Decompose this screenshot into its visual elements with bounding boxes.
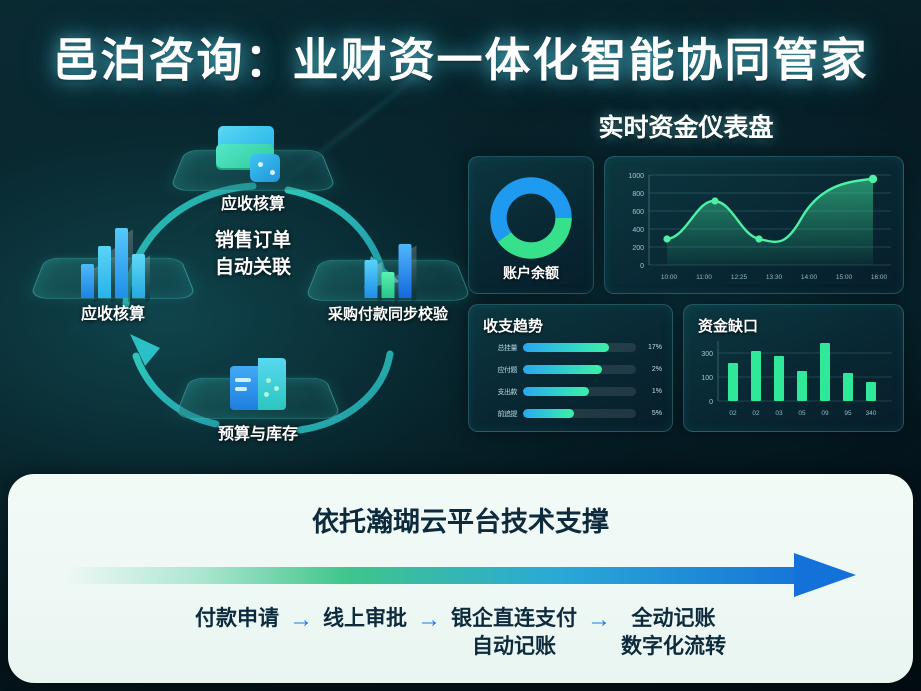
- svg-text:1000: 1000: [628, 173, 644, 180]
- progress-row: 总挂量 17%: [481, 341, 662, 354]
- process-arrow: [65, 553, 856, 597]
- svg-text:600: 600: [632, 209, 644, 216]
- progress-track: [523, 365, 636, 374]
- svg-text:400: 400: [632, 227, 644, 234]
- process-step-3[interactable]: 银企直连支付 自动记账: [451, 605, 577, 662]
- progress-row: 应付题 2%: [481, 363, 662, 376]
- cycle-node-bottom-label: 预算与库存: [217, 426, 299, 443]
- svg-text:11:00: 11:00: [696, 274, 712, 281]
- cycle-node-right-label: 采购付款同步校验: [327, 306, 449, 323]
- svg-text:02: 02: [752, 410, 760, 417]
- svg-text:02: 02: [729, 410, 737, 417]
- progress-track: [523, 409, 636, 418]
- process-step-4-line-2: 数字化流转: [621, 635, 726, 659]
- progress-fill: [523, 387, 589, 396]
- progress-row: 支出款 1%: [481, 385, 662, 398]
- step-separator-icon: →: [289, 606, 313, 633]
- panel-funding-gap[interactable]: 资金缺口 300 100 0: [683, 304, 904, 432]
- progress-fill: [523, 409, 574, 418]
- step-separator-icon: →: [417, 606, 441, 633]
- progress-row-label: 应付题: [497, 366, 518, 374]
- cycle-node-bottom[interactable]: 预算与库存: [173, 332, 343, 444]
- svg-text:03: 03: [775, 410, 783, 417]
- svg-text:0: 0: [640, 263, 644, 270]
- step-separator-icon: →: [587, 606, 611, 633]
- progress-row-label: 前追提: [497, 410, 518, 418]
- line-chart-area: [667, 179, 873, 265]
- page-title: 邑泊咨询：业财资一体化智能协同管家: [52, 34, 869, 86]
- panel-account-balance[interactable]: 账户余额: [468, 156, 594, 294]
- line-chart: 1000 800 600 400 200 0 1: [628, 173, 891, 281]
- svg-text:95: 95: [844, 410, 852, 417]
- progress-row-value: 1%: [651, 388, 662, 395]
- dashboard: 实时资金仪表盘 账户余额: [468, 108, 904, 448]
- svg-text:05: 05: [798, 410, 806, 417]
- cycle-node-left-label: 应收核算: [80, 306, 146, 323]
- svg-text:12:25: 12:25: [731, 274, 748, 281]
- svg-text:800: 800: [632, 191, 644, 198]
- progress-row-label: 支出款: [497, 388, 518, 396]
- panel-income-expense-trend[interactable]: 收支趋势 总挂量 17% 应付题 2% 支出款 1%: [468, 304, 673, 432]
- gap-panel-title: 资金缺口: [698, 318, 759, 335]
- cycle-node-right[interactable]: 采购付款同步校验: [303, 214, 473, 324]
- bar-chart-icon: [81, 226, 145, 298]
- bar-chart: 300 100 0 02 02 03 05: [701, 341, 892, 417]
- progress-fill: [523, 343, 609, 352]
- process-step-4-line-1: 全动记账: [631, 607, 716, 630]
- svg-text:16:00: 16:00: [871, 274, 888, 281]
- arrow-head-icon: [793, 553, 856, 597]
- svg-text:0: 0: [709, 399, 713, 406]
- footer-title: 依托瀚瑚云平台技术支撑: [312, 507, 609, 537]
- process-steps: 付款申请 → 线上审批 → 银企直连支付 自动记账 → 全动记账 数字化流转: [8, 605, 913, 662]
- svg-text:300: 300: [701, 351, 713, 358]
- process-step-1-line-1: 付款申请: [195, 607, 279, 630]
- progress-row-value: 17%: [647, 344, 662, 351]
- svg-text:14:00: 14:00: [801, 274, 818, 281]
- arrow-bar: [65, 567, 806, 584]
- cycle-diagram: 应收核算 采购付款同步校验: [28, 104, 473, 454]
- cycle-center-text: 销售订单 自动关联: [215, 228, 291, 282]
- panel-line-chart[interactable]: 1000 800 600 400 200 0 1: [604, 156, 904, 294]
- cycle-node-top[interactable]: 应收核算: [168, 104, 338, 214]
- svg-text:15:00: 15:00: [836, 274, 853, 281]
- process-step-4[interactable]: 全动记账 数字化流转: [621, 605, 726, 662]
- donut-segment-green: [490, 177, 572, 259]
- process-step-3-line-1: 银企直连支付: [451, 607, 577, 630]
- progress-row: 前追提 5%: [481, 407, 662, 420]
- process-step-2-line-1: 线上审批: [323, 607, 407, 630]
- progress-row-value: 5%: [651, 410, 662, 417]
- progress-track: [523, 387, 636, 396]
- bar-chart-icon: [364, 238, 412, 298]
- header: 邑泊咨询：业财资一体化智能协同管家: [0, 24, 921, 90]
- svg-text:13:30: 13:30: [766, 274, 783, 281]
- progress-rows: 总挂量 17% 应付题 2% 支出款 1% 前追提 5%: [481, 341, 662, 429]
- cycle-node-top-label: 应收核算: [220, 196, 286, 213]
- donut-chart: [488, 175, 574, 266]
- line-chart-markers: [663, 174, 878, 243]
- progress-track: [523, 343, 636, 352]
- cycle-center-line-1: 销售订单: [214, 230, 292, 251]
- svg-text:100: 100: [701, 375, 713, 382]
- bar-chart-bars: [728, 343, 876, 401]
- progress-fill: [523, 365, 603, 374]
- svg-text:10:00: 10:00: [661, 274, 678, 281]
- cycle-center-line-2: 自动关联: [214, 256, 292, 278]
- svg-text:200: 200: [632, 245, 644, 252]
- progress-row-value: 2%: [651, 366, 662, 373]
- trend-panel-title: 收支趋势: [483, 318, 544, 335]
- progress-row-label: 总挂量: [497, 344, 518, 352]
- footer-card: 依托瀚瑚云平台技术支撑 付款申请 → 线上审批 → 银企直连支付 自动记账 → …: [8, 474, 913, 683]
- svg-text:340: 340: [866, 410, 877, 417]
- dashboard-title: 实时资金仪表盘: [598, 114, 774, 142]
- process-step-1[interactable]: 付款申请: [195, 605, 279, 633]
- process-step-2[interactable]: 线上审批: [323, 605, 407, 633]
- svg-text:09: 09: [821, 410, 829, 417]
- process-step-3-line-2: 自动记账: [472, 635, 556, 659]
- cube-box-icon: [230, 358, 286, 416]
- cycle-node-left[interactable]: 应收核算: [28, 212, 198, 324]
- donut-chart-label: 账户余额: [503, 265, 559, 281]
- server-stack-icon: [216, 126, 290, 188]
